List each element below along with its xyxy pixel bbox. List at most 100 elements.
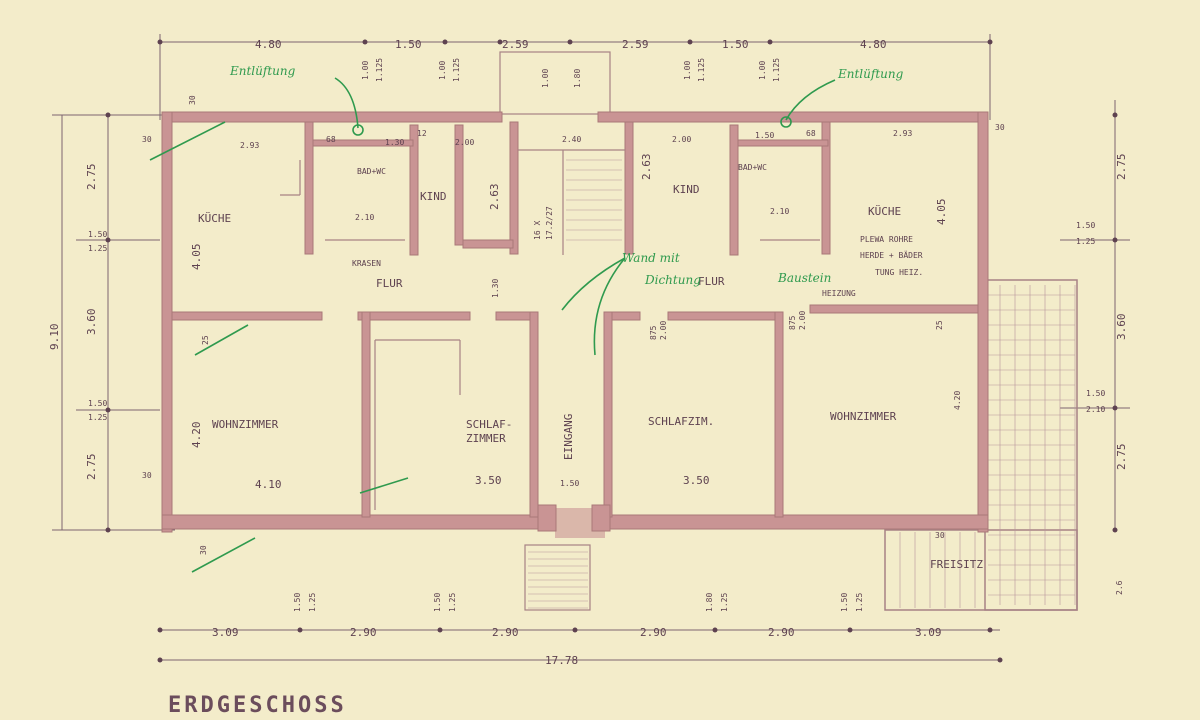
kueche-note-4: HEIZUNG (822, 289, 856, 298)
dim-bottom-v1a: 1.50 (293, 593, 302, 612)
dim-130: 1.30 (385, 138, 404, 147)
dim-left-c: 3.60 (85, 309, 98, 336)
dim-left-e: 2.75 (85, 454, 98, 481)
dim-bottom-v3b: 1.25 (720, 593, 729, 612)
dim-top-v2b: 1.125 (452, 58, 461, 82)
dim-30c: 30 (995, 123, 1005, 132)
kueche-note-3: TUNG HEIZ. (875, 268, 923, 277)
note-entlueftung-left: Entlüftung (229, 64, 296, 78)
dim-top-v2a: 1.00 (438, 61, 447, 80)
dim-left-total: 9.10 (48, 324, 61, 351)
dim-405a: 4.05 (190, 244, 203, 271)
dim-25b: 25 (935, 320, 944, 330)
dim-left-b2: 1.25 (88, 244, 107, 253)
note-entlueftung-right: Entlüftung (837, 67, 904, 81)
dim-210a: 2.10 (355, 213, 374, 222)
dim-150b: 1.50 (755, 131, 774, 140)
room-flur-left: FLUR (376, 277, 403, 290)
terrace-grid (884, 279, 1078, 611)
interior-lines (280, 149, 820, 510)
dim-bottom-v4b: 1.25 (855, 593, 864, 612)
dim-bottom-v3a: 1.80 (705, 593, 714, 612)
dim-top-v1b: 1.125 (375, 58, 384, 82)
kueche-note-1: PLEWA ROHRE (860, 235, 913, 244)
dim-30b: 30 (188, 95, 197, 105)
dim-68a: 68 (326, 135, 336, 144)
dim-200c: 2.00 (659, 321, 668, 340)
dim-top-6: 4.80 (860, 38, 887, 51)
dim-bottom-v2b: 1.25 (448, 593, 457, 612)
dim-left-a: 2.75 (85, 164, 98, 191)
room-labels: KÜCHE BAD+WC KIND KIND BAD+WC KÜCHE PLEW… (198, 163, 983, 571)
room-schlaf-left-2: ZIMMER (466, 432, 506, 445)
page-title: ERDGESCHOSS (168, 693, 347, 718)
dim-right-e: 2.75 (1115, 444, 1128, 471)
stair-count: 16 X (533, 221, 542, 240)
dim-left-b1: 1.50 (88, 230, 107, 239)
room-schlaf-left-1: SCHLAF- (466, 418, 512, 431)
dim-top-stair-b: 1.80 (573, 69, 582, 88)
dim-68b: 68 (806, 129, 816, 138)
dim-bottom-a: 3.09 (212, 626, 239, 639)
stair-ratio: 17.2/27 (545, 206, 554, 240)
dim-top-stair-a: 1.00 (541, 69, 550, 88)
room-kueche-right: KÜCHE (868, 205, 901, 218)
dim-420a: 4.20 (190, 422, 203, 449)
kueche-note-2: HERDE + BÄDER (860, 250, 923, 260)
dim-12: 12 (417, 129, 427, 138)
room-bad-left: BAD+WC (357, 167, 386, 176)
room-wohn-right: WOHNZIMMER (830, 410, 897, 423)
dim-200d: 2.00 (798, 311, 807, 330)
dim-240: 2.40 (562, 135, 581, 144)
dim-bottom-d: 2.90 (640, 626, 667, 639)
dim-210b: 2.10 (770, 207, 789, 216)
note-wand-2: Dichtung (644, 273, 701, 287)
dim-293b: 2.93 (893, 129, 912, 138)
dim-405b: 4.05 (935, 199, 948, 226)
dim-top-v4a: 1.00 (758, 61, 767, 80)
dim-200b: 2.00 (672, 135, 691, 144)
dim-30f: 30 (935, 531, 945, 540)
room-kueche-left: KÜCHE (198, 212, 231, 225)
room-bad-right: BAD+WC (738, 163, 767, 172)
dim-293a: 2.93 (240, 141, 259, 150)
room-flur-right: FLUR (698, 275, 725, 288)
dim-130h: 1.30 (491, 279, 500, 298)
green-annotations: Entlüftung Entlüftung Wand mit Dichtung … (149, 64, 904, 573)
dim-bottom-c: 2.90 (492, 626, 519, 639)
dim-right-d1: 1.50 (1086, 389, 1105, 398)
dim-top-v4b: 1.125 (772, 58, 781, 82)
dim-263a: 2.63 (488, 184, 501, 211)
dimension-text: 4.80 1.50 2.59 2.59 1.50 4.80 1.00 1.125… (48, 38, 1128, 667)
dim-350b: 3.50 (683, 474, 710, 487)
dim-top-v3a: 1.00 (683, 61, 692, 80)
dim-30a: 30 (142, 135, 152, 144)
dim-bottom-total: 17.78 (545, 654, 578, 667)
dim-right-b2: 1.25 (1076, 237, 1095, 246)
room-kind-left: KIND (420, 190, 447, 203)
dim-bottom-v4a: 1.50 (840, 593, 849, 612)
dim-30e: 30 (199, 545, 208, 555)
dim-25a: 25 (201, 335, 210, 345)
dim-right-c: 3.60 (1115, 314, 1128, 341)
dim-top-4: 2.59 (622, 38, 649, 51)
dim-410: 4.10 (255, 478, 282, 491)
room-kind-right: KIND (673, 183, 700, 196)
dim-bottom-f: 3.09 (915, 626, 942, 639)
krasen-label: KRASEN (352, 259, 381, 268)
note-baustein: Baustein (777, 271, 831, 285)
dim-left-d2: 1.25 (88, 413, 107, 422)
dim-left-d1: 1.50 (88, 399, 107, 408)
dim-263b: 2.63 (640, 154, 653, 181)
dim-top-1: 4.80 (255, 38, 282, 51)
dim-bottom-e: 2.90 (768, 626, 795, 639)
dim-top-2: 1.50 (395, 38, 422, 51)
dim-875b: 875 (788, 315, 797, 330)
dim-right-a: 2.75 (1115, 154, 1128, 181)
dim-top-v3b: 1.125 (697, 58, 706, 82)
room-eingang: EINGANG (562, 414, 575, 460)
dim-420b: 4.20 (953, 391, 962, 410)
dim-200a: 2.00 (455, 138, 474, 147)
dim-top-5: 1.50 (722, 38, 749, 51)
